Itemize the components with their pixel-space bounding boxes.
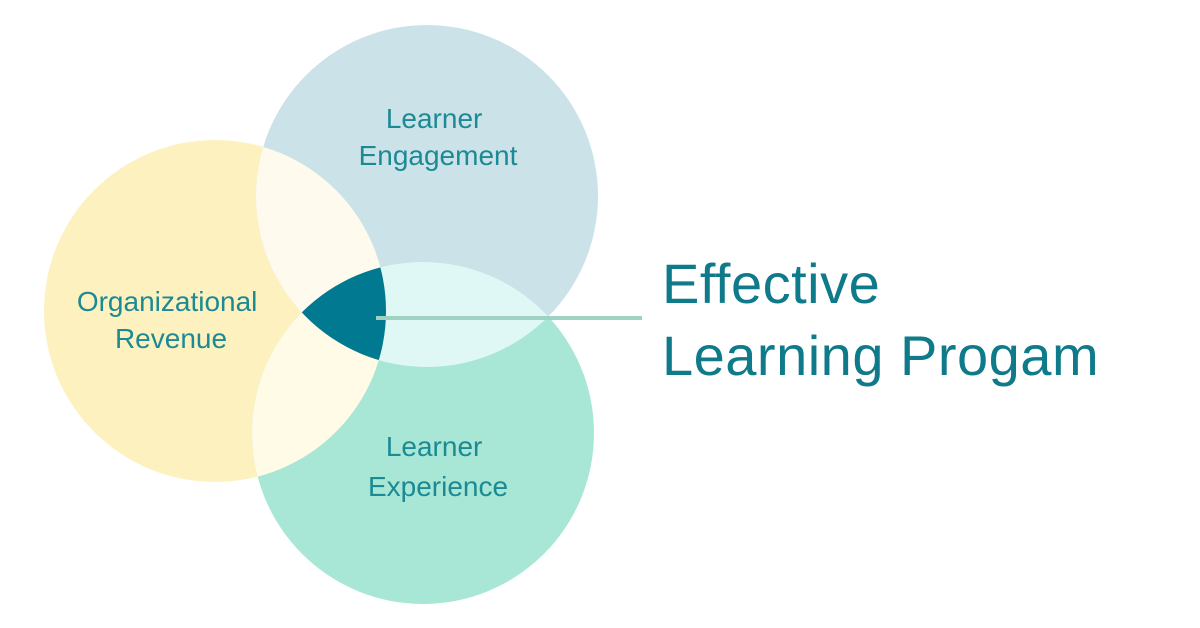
label-revenue-line2: Revenue: [115, 323, 227, 354]
label-engagement: Learner Engagement: [359, 103, 518, 171]
overlap-revenue-experience: [252, 262, 386, 482]
diagram-title-line1: Effective: [662, 252, 880, 315]
overlap-revenue-engagement: [256, 140, 386, 367]
label-experience: Learner Experience: [368, 431, 508, 502]
diagram-title: Effective Learning Progam: [662, 252, 1099, 387]
label-experience-line2: Experience: [368, 471, 508, 502]
label-engagement-line1: Learner: [386, 103, 483, 134]
diagram-title-line2: Learning Progam: [662, 324, 1099, 387]
label-revenue-line1: Organizational: [77, 286, 258, 317]
label-experience-line1: Learner: [386, 431, 483, 462]
label-engagement-line2: Engagement: [359, 140, 518, 171]
label-revenue: Organizational Revenue: [77, 286, 265, 354]
